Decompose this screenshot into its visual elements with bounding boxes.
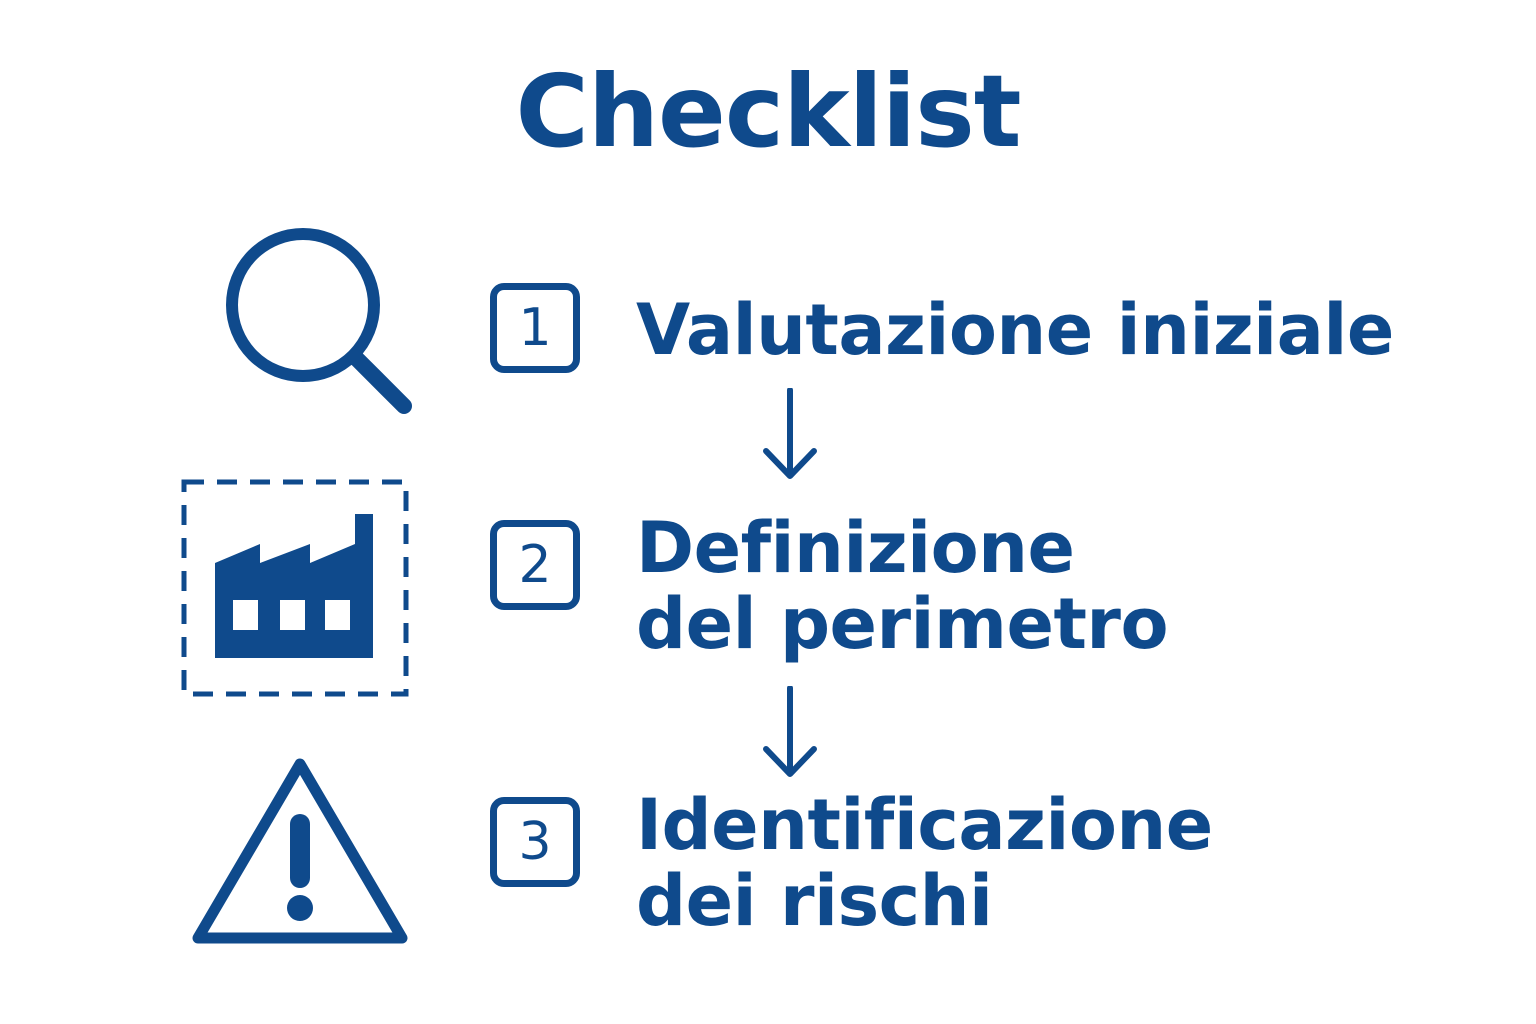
- down-arrow-icon: [763, 388, 817, 479]
- step-3-label: Identificazione dei rischi: [636, 787, 1213, 939]
- magnifying-glass-icon: [226, 228, 412, 414]
- step-2-number: 2: [518, 535, 552, 595]
- step-3-number: 3: [518, 812, 552, 872]
- step-2-number-box: 2: [490, 520, 580, 610]
- step-2-label-line-2: del perimetro: [636, 583, 1169, 665]
- warning-icon: [192, 758, 408, 944]
- step-1-number: 1: [518, 298, 552, 358]
- page-title: Checklist: [515, 53, 1021, 170]
- step-1-label-line-1: Valutazione iniziale: [636, 289, 1394, 371]
- step-3-number-box: 3: [490, 797, 580, 887]
- step-1-number-box: 1: [490, 283, 580, 373]
- step-2-label-line-1: Definizione: [636, 507, 1075, 589]
- step-1-label: Valutazione iniziale: [636, 292, 1394, 368]
- step-3-label-line-1: Identificazione: [636, 784, 1213, 866]
- down-arrow-icon: [763, 686, 817, 777]
- step-3-label-line-2: dei rischi: [636, 860, 993, 942]
- factory-icon: [181, 479, 409, 697]
- step-2-label: Definizione del perimetro: [636, 507, 1169, 665]
